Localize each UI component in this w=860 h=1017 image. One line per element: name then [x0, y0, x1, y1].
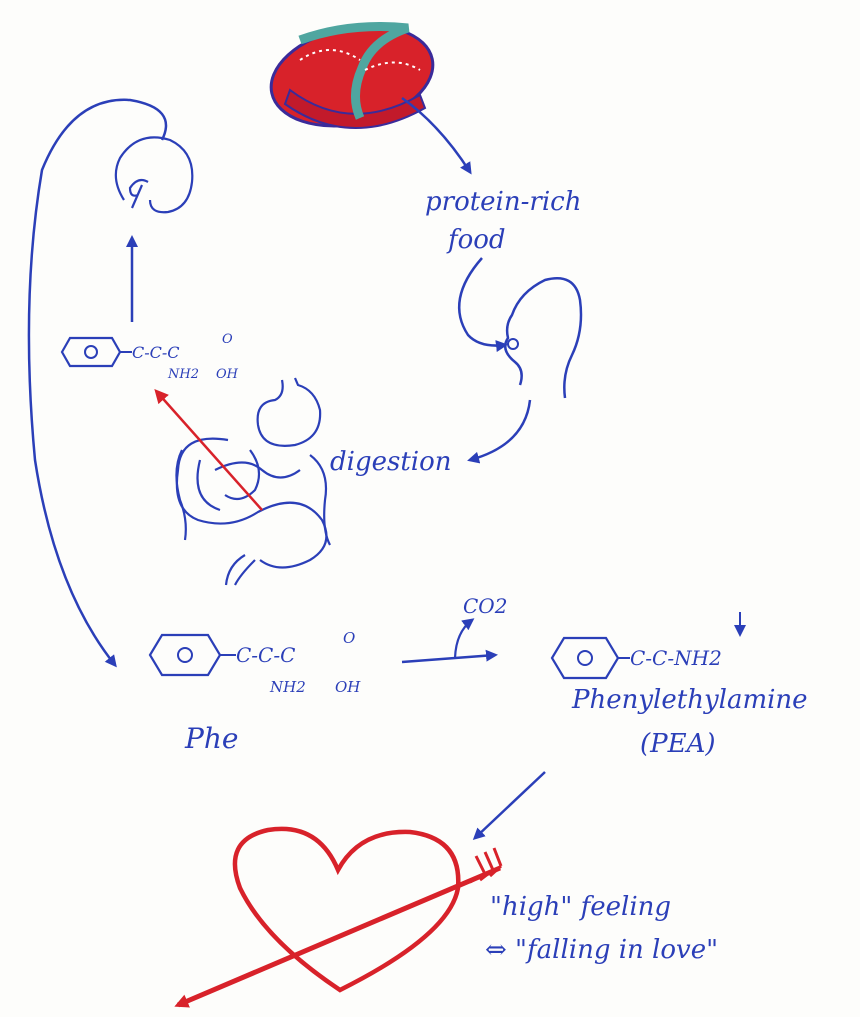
decarboxylation-arrow	[402, 655, 495, 662]
steak-icon	[262, 12, 442, 140]
phe-top-amine: NH2	[167, 367, 199, 382]
pea-to-heart-arrow	[475, 772, 545, 838]
brain-icon	[116, 137, 192, 212]
phe-label: Phe	[184, 722, 238, 755]
phe-mid-chain: C-C-C	[236, 643, 295, 667]
feeling-label-line1: "high" feeling	[490, 892, 671, 922]
food-label-line2: food	[446, 225, 506, 255]
food-label-line1: protein-rich	[425, 187, 581, 217]
co2-label: CO2	[463, 594, 507, 618]
digestive-tract-icon	[176, 378, 330, 585]
pea-structure: C-C-NH2	[552, 638, 722, 678]
phe-top-chain: C-C-C	[132, 343, 180, 362]
heart-with-arrow-icon	[178, 829, 501, 1005]
mouth-icon	[508, 339, 518, 349]
phe-top-hydroxyl: OH	[216, 367, 239, 382]
phe-mid-oxo: O	[343, 629, 355, 647]
absorption-arrow	[157, 392, 262, 510]
feeling-label-line2: ⇔ "falling in love"	[485, 935, 718, 965]
phe-mid-amine: NH2	[269, 678, 306, 696]
mouth-to-digestion-arrow	[470, 400, 530, 460]
phe-top-oxo: O	[222, 332, 233, 347]
co2-release-arrow	[455, 620, 472, 658]
pea-abbrev-label: (PEA)	[640, 729, 716, 759]
head-profile-icon	[505, 278, 581, 398]
phe-structure-top: C-C-C O NH2 OH	[62, 332, 239, 382]
pea-chain: C-C-NH2	[630, 646, 722, 670]
food-to-mouth-arrow	[459, 258, 505, 346]
brain-loop-arrow	[29, 100, 166, 665]
phe-mid-hydroxyl: OH	[335, 678, 361, 696]
phe-structure-middle: C-C-C O NH2 OH	[150, 629, 361, 696]
pea-name-label: Phenylethylamine	[571, 685, 808, 715]
digestion-label: digestion	[330, 447, 452, 477]
